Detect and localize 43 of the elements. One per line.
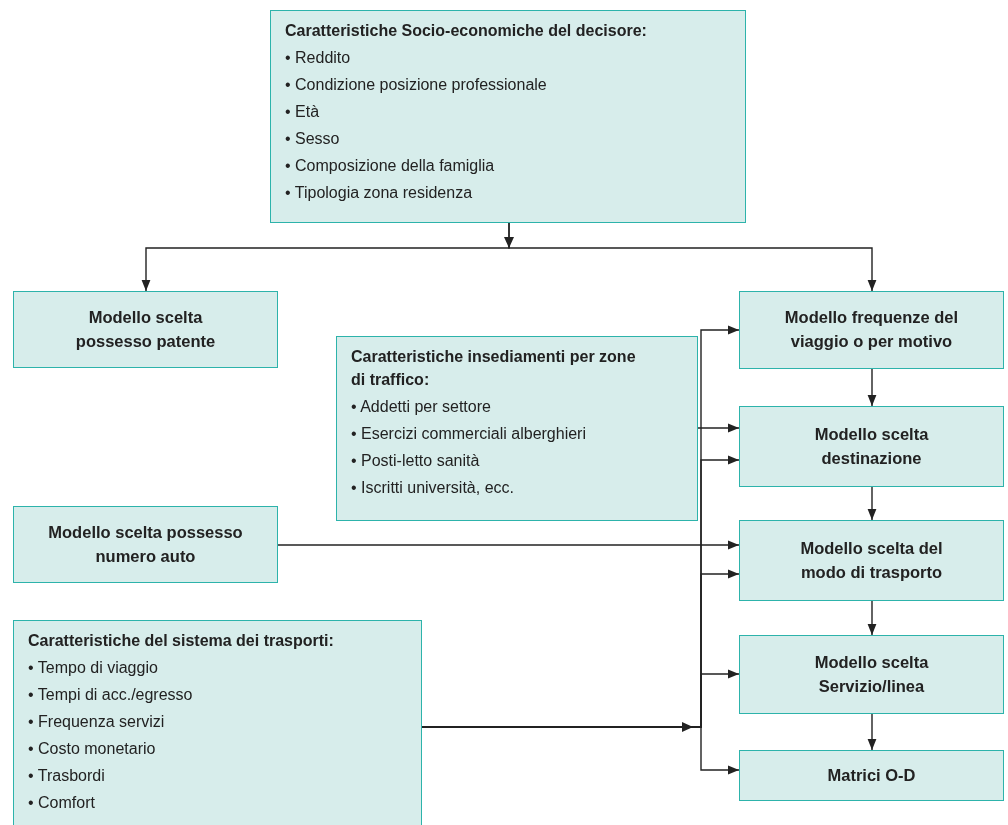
box-heading: Caratteristiche Socio-economiche del decisore: bbox=[285, 21, 648, 41]
box-label: Modello scelta possesso numero auto bbox=[47, 521, 244, 567]
list-item: • Trasbordi bbox=[28, 766, 106, 787]
list-item: • Reddito bbox=[285, 48, 352, 69]
list-item: • Frequenza servizi bbox=[28, 712, 166, 733]
list-item: • Tempi di acc./egresso bbox=[28, 685, 194, 706]
list-item: • Sesso bbox=[285, 129, 341, 150]
process-box bbox=[13, 506, 278, 583]
process-box bbox=[739, 750, 1004, 801]
arrow bbox=[277, 540, 740, 550]
arrow bbox=[867, 486, 877, 521]
box-heading: Caratteristiche insediamenti per zone di traffico: bbox=[351, 347, 637, 391]
list-item: • Comfort bbox=[28, 793, 96, 814]
box-label: Modello scelta del modo di trasporto bbox=[799, 537, 944, 583]
arrow bbox=[867, 368, 877, 407]
list-item: • Posti-letto sanità bbox=[351, 451, 481, 472]
process-box bbox=[13, 620, 422, 825]
box-label: Modello scelta Servizio/linea bbox=[813, 651, 930, 697]
list-item: • Iscritti università, ecc. bbox=[351, 478, 515, 499]
list-item: • Costo monetario bbox=[28, 739, 157, 760]
arrow bbox=[697, 423, 740, 433]
process-box bbox=[270, 10, 746, 223]
list-item: • Età bbox=[285, 102, 321, 123]
box-label: Modello scelta destinazione bbox=[813, 423, 930, 469]
list-item: • Esercizi commerciali alberghieri bbox=[351, 424, 587, 445]
process-box bbox=[13, 291, 278, 368]
list-item: • Composizione della famiglia bbox=[285, 156, 496, 177]
process-box bbox=[739, 520, 1004, 601]
list-item: • Addetti per settore bbox=[351, 397, 492, 418]
list-item: • Tempo di viaggio bbox=[28, 658, 159, 679]
process-box bbox=[739, 635, 1004, 714]
arrow bbox=[508, 222, 877, 292]
arrow bbox=[867, 713, 877, 751]
process-box bbox=[336, 336, 698, 521]
process-box bbox=[739, 291, 1004, 369]
box-label: Modello frequenze del viaggio o per motivo bbox=[783, 307, 960, 352]
arrow bbox=[867, 600, 877, 636]
process-box bbox=[739, 406, 1004, 487]
box-heading: Caratteristiche del sistema dei trasporti: bbox=[28, 631, 335, 651]
list-item: • Condizione posizione professionale bbox=[285, 75, 548, 96]
box-label: Modello scelta possesso patente bbox=[74, 306, 217, 352]
list-item: • Tipologia zona residenza bbox=[285, 183, 474, 204]
box-label: Matrici O-D bbox=[827, 764, 916, 786]
